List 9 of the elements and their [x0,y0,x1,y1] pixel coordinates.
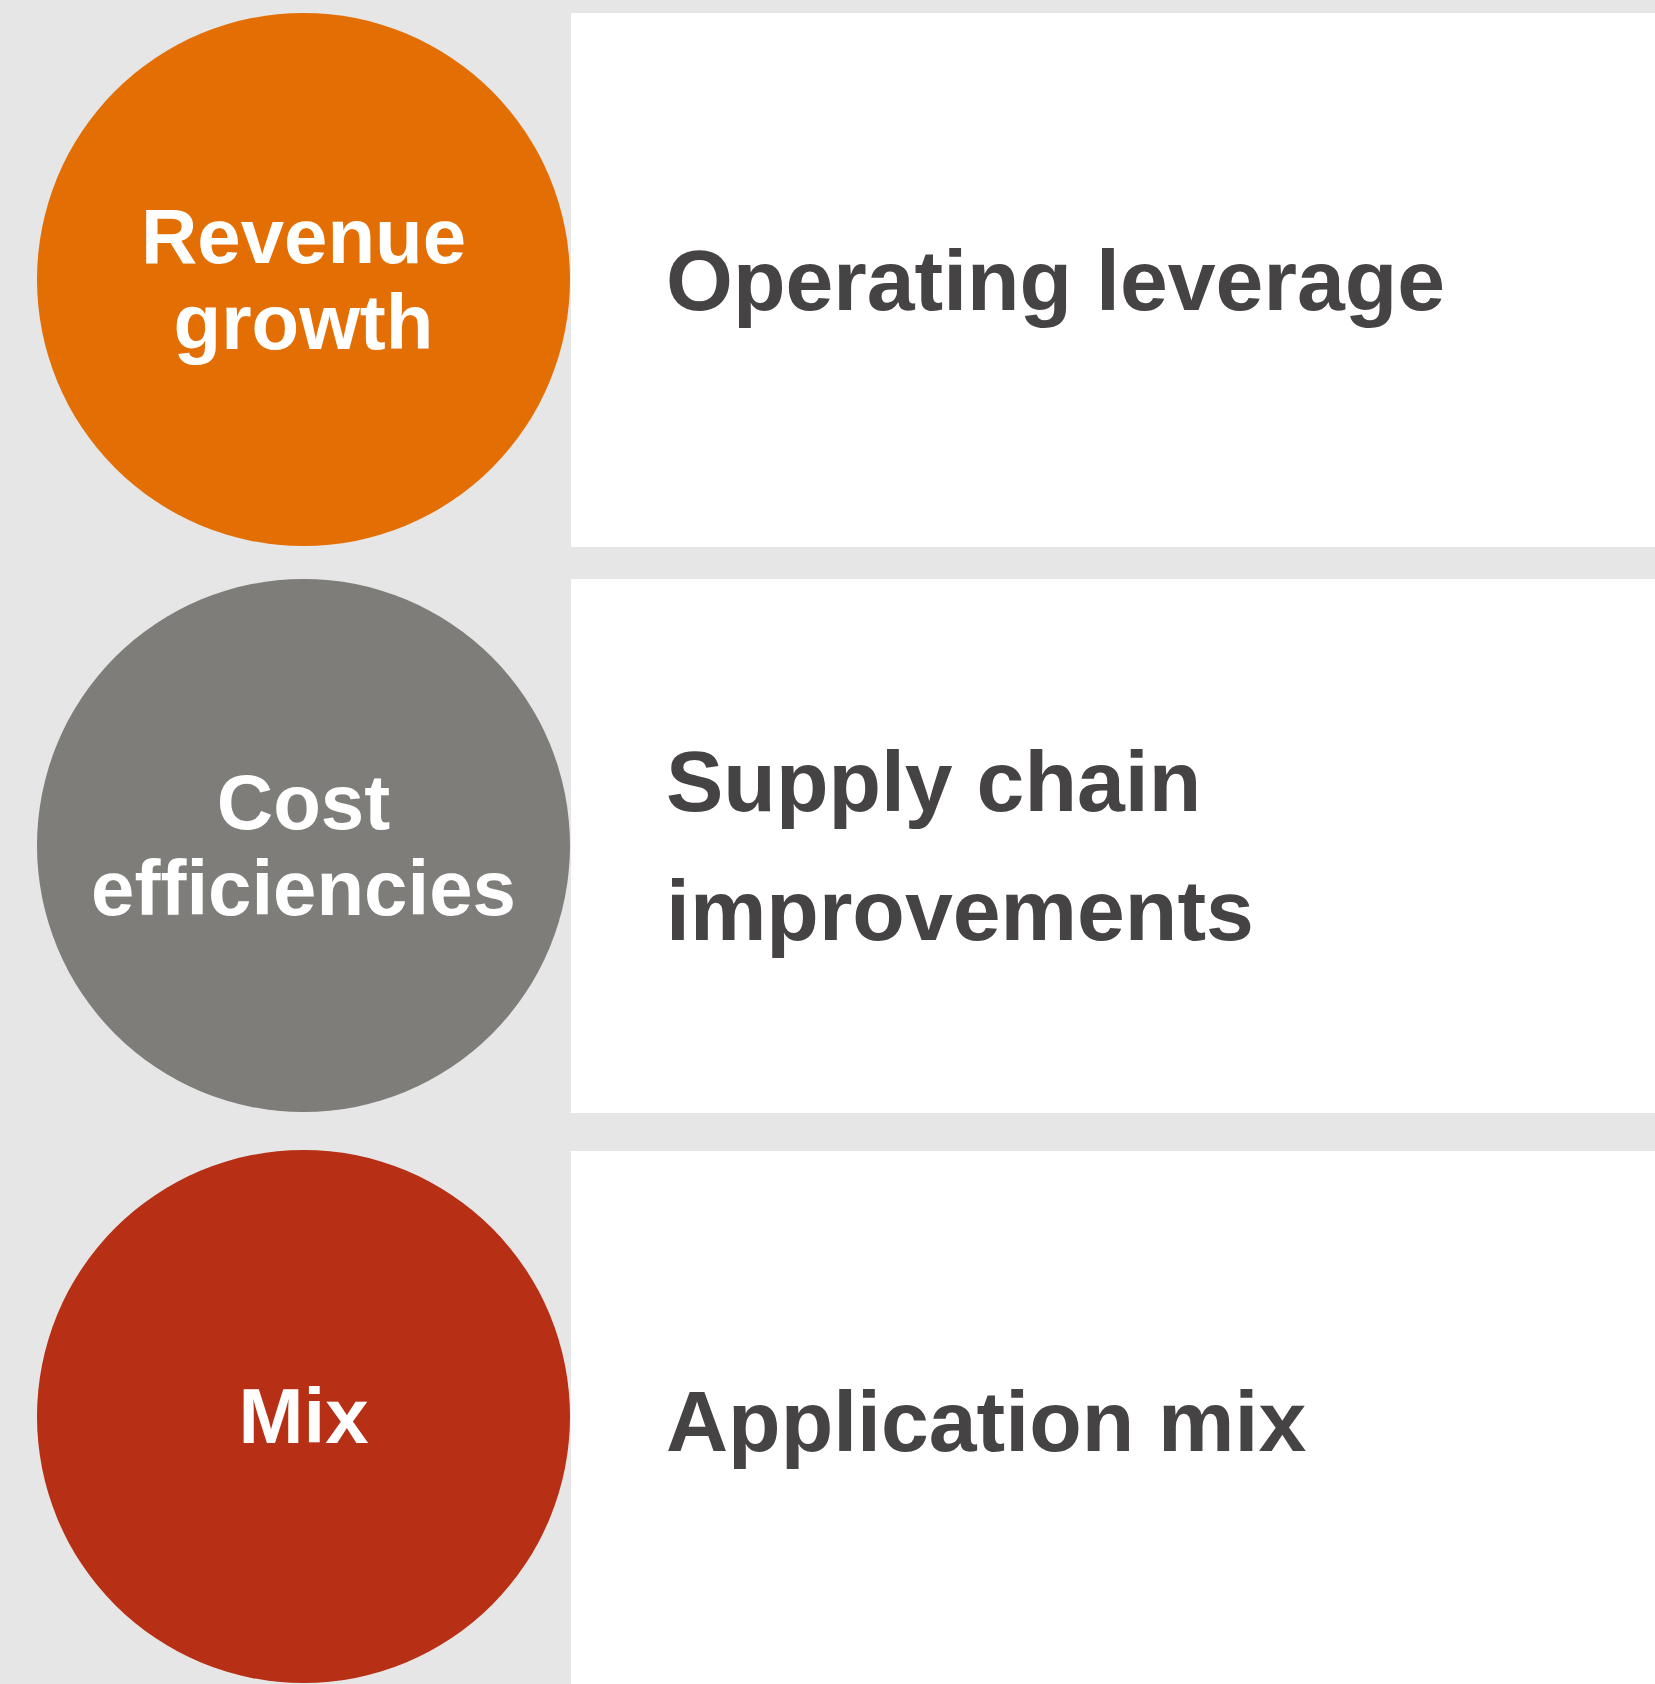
row-label: Operating leverage [666,230,1447,330]
circle-label: Mix [238,1373,369,1460]
circle-label: Revenue growth [139,193,468,366]
row-band [571,1151,1655,1684]
row-label: Supply chain improvements [666,732,1255,960]
row-band [571,13,1655,547]
circle-label: Cost efficiencies [90,759,517,932]
row-band [571,579,1655,1113]
row-label: Application mix [666,1371,1308,1471]
